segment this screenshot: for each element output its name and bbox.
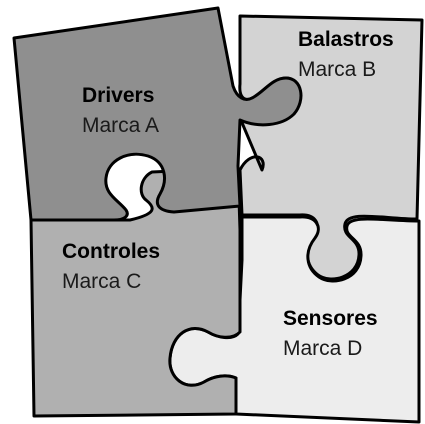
piece-controles-shape xyxy=(29,166,242,418)
piece-drivers-shape xyxy=(12,6,303,222)
piece-controles-brand: Marca C xyxy=(62,270,141,293)
piece-drivers-brand: Marca A xyxy=(82,114,159,137)
piece-sensores-brand: Marca D xyxy=(283,337,362,360)
piece-controles: Controles Marca C xyxy=(29,166,242,418)
piece-balastros-title: Balastros xyxy=(298,28,394,51)
piece-controles-title: Controles xyxy=(62,240,160,263)
piece-sensores: Sensores Marca D xyxy=(168,215,421,424)
piece-balastros-brand: Marca B xyxy=(298,58,376,81)
piece-drivers-title: Drivers xyxy=(82,84,154,107)
piece-drivers: Drivers Marca A xyxy=(12,6,303,222)
piece-sensores-title: Sensores xyxy=(283,307,378,330)
